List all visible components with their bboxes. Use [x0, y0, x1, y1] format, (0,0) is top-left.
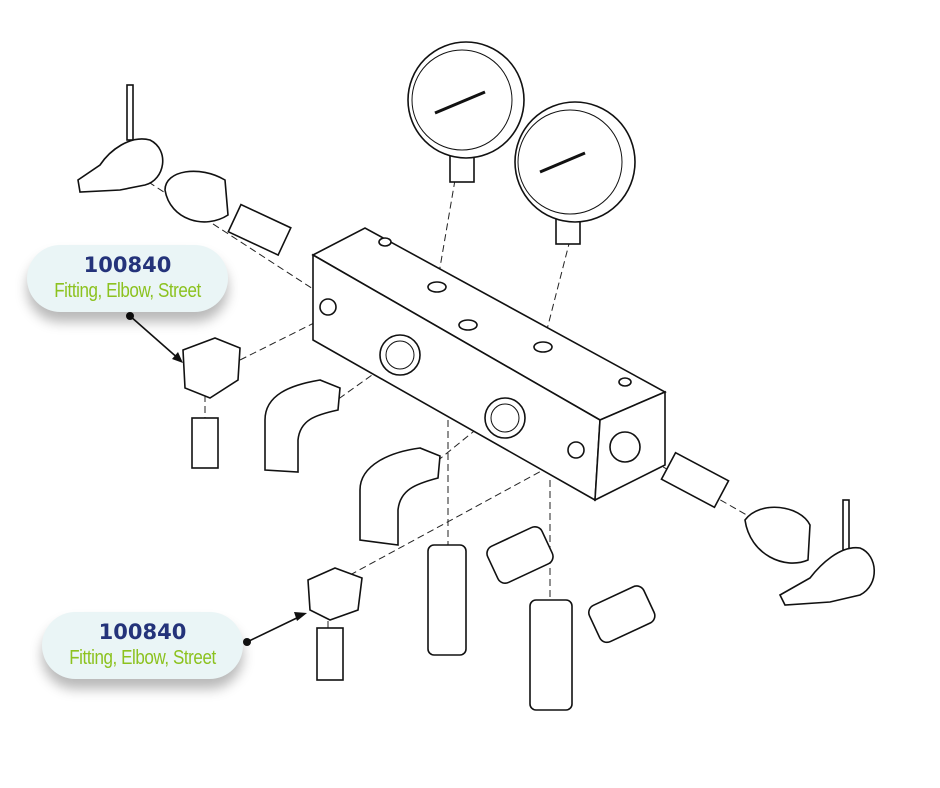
part-description: Fitting, Elbow, Street [69, 647, 216, 669]
callout-elbow-fitting-upper: 100840 Fitting, Elbow, Street [27, 245, 228, 312]
part-description: Fitting, Elbow, Street [54, 280, 201, 302]
tee-fittings-and-transducers [427, 526, 656, 711]
part-number: 100840 [98, 620, 187, 644]
part-number: 100840 [83, 253, 172, 277]
callout-leaders [126, 312, 307, 646]
left-valve-handle [77, 84, 292, 257]
right-valve-handle [660, 451, 875, 606]
pressure-gauge-1 [407, 41, 525, 183]
pressure-gauge-2 [514, 101, 636, 245]
manifold-block [311, 227, 667, 502]
elbow-fittings [182, 337, 441, 681]
callout-elbow-fitting-lower: 100840 Fitting, Elbow, Street [42, 612, 243, 679]
